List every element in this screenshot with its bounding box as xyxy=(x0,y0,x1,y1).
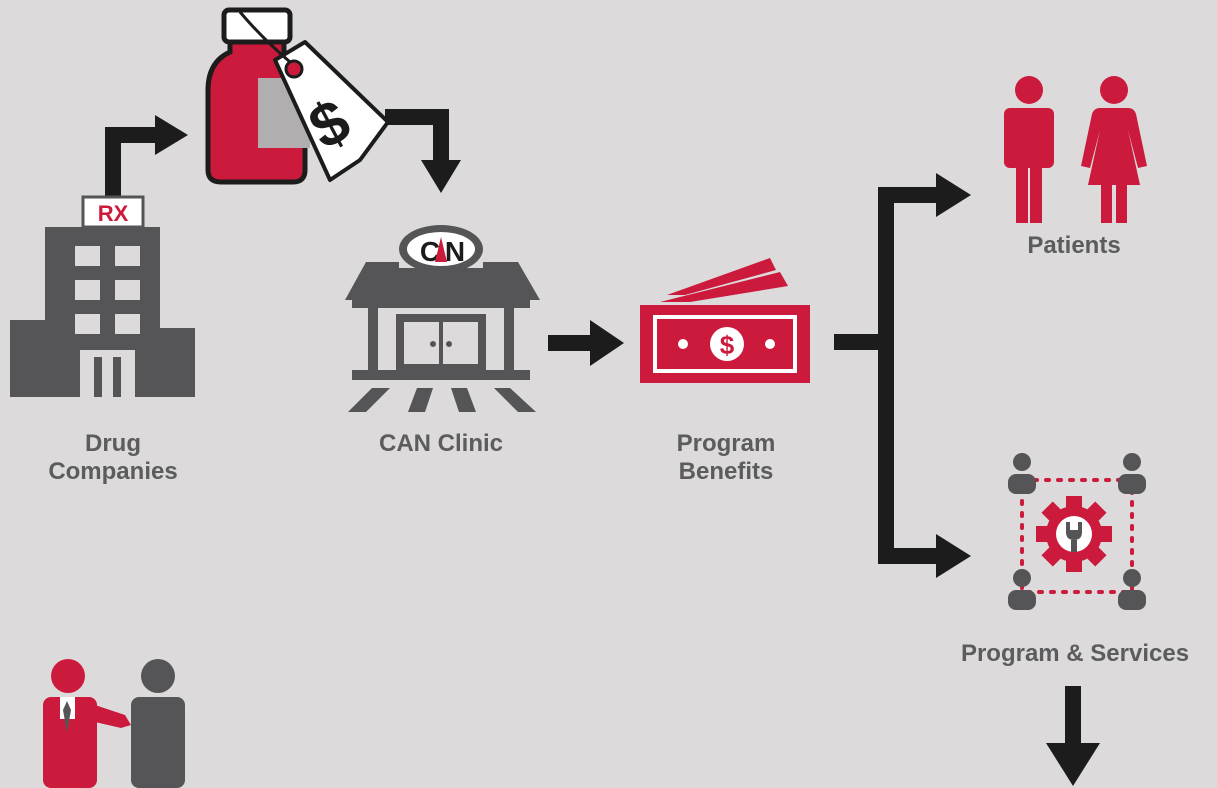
label-drug-companies: Drug Companies xyxy=(20,430,206,486)
label-drug-companies-line2: Companies xyxy=(48,458,178,485)
label-program-benefits-line1: Program xyxy=(676,430,776,457)
price-tag-icon: $ xyxy=(238,11,390,182)
label-program-services: Program & Services xyxy=(960,640,1190,667)
label-can-clinic: CAN Clinic xyxy=(378,430,503,457)
gear-network-icon xyxy=(1008,453,1146,610)
building-icon: RX xyxy=(10,195,195,397)
handshake-icon xyxy=(43,659,185,788)
label-program-benefits: Program Benefits xyxy=(626,430,826,486)
arrow-branch xyxy=(834,187,940,564)
label-program-benefits-line2: Benefits xyxy=(678,458,774,485)
arrowhead-to-services xyxy=(936,534,971,578)
arrow-down-from-services xyxy=(1046,686,1100,786)
arrowhead-to-bottle xyxy=(155,115,188,155)
label-patients: Patients xyxy=(1027,232,1121,259)
male-icon xyxy=(1004,76,1054,223)
clinic-icon: C N xyxy=(345,225,540,412)
rx-sign-text: RX xyxy=(98,201,129,226)
can-logo-right: N xyxy=(445,236,465,267)
arrow-building-to-bottle xyxy=(105,127,158,196)
money-icon: $ xyxy=(640,258,810,383)
bill-dollar: $ xyxy=(720,330,735,360)
arrow-bottle-to-clinic xyxy=(385,109,449,163)
arrow-clinic-to-money xyxy=(548,320,624,366)
label-drug-companies-line1: Drug xyxy=(85,430,141,457)
arrowhead-to-patients xyxy=(936,173,971,217)
can-logo-left: C xyxy=(420,236,440,267)
arrowhead-to-clinic xyxy=(421,160,461,193)
female-icon xyxy=(1081,76,1147,223)
